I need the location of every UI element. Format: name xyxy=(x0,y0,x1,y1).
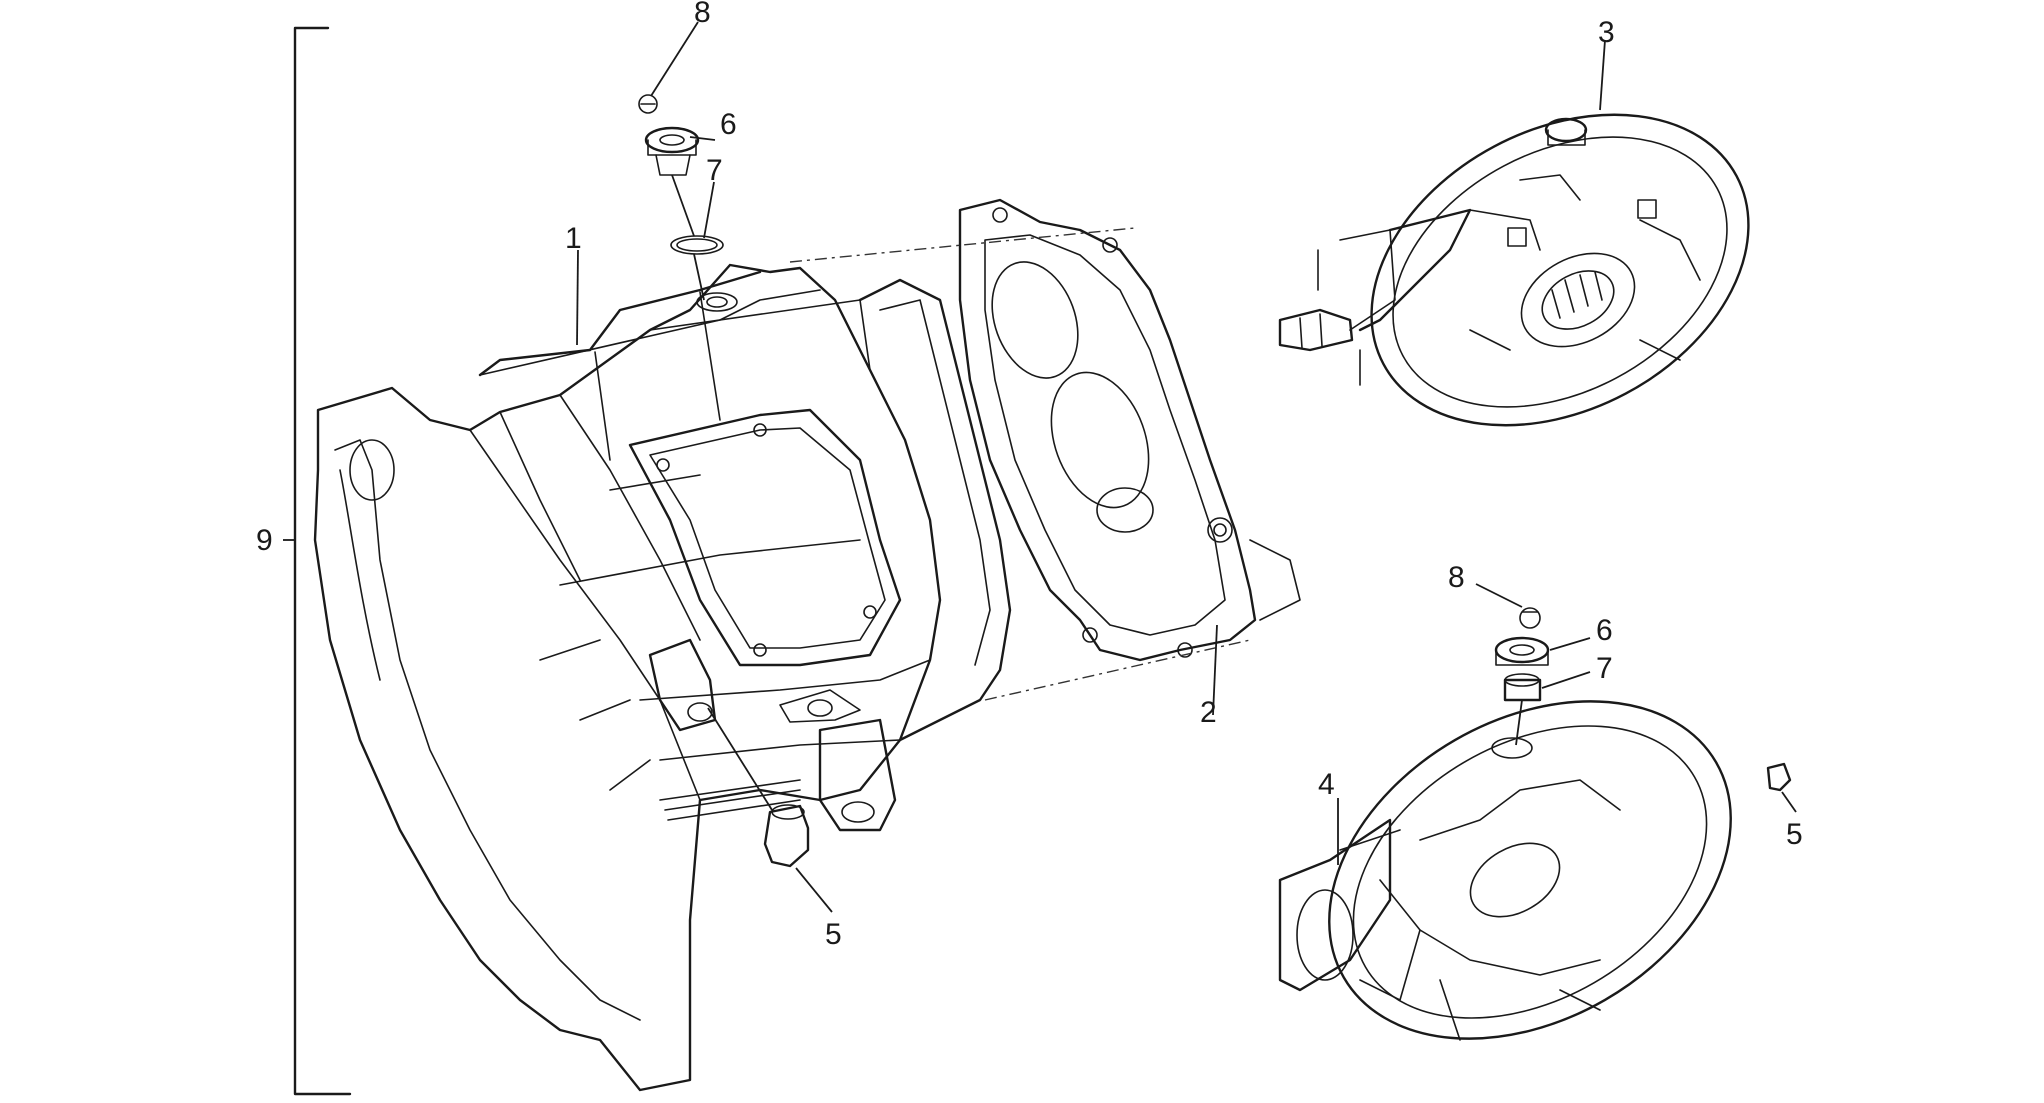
rear-housing-upper xyxy=(1278,113,1750,427)
drain-plug-right xyxy=(1766,762,1792,792)
screw-right xyxy=(1519,607,1541,629)
callout-5-left: 5 xyxy=(825,918,842,951)
callout-7-left: 7 xyxy=(706,154,723,187)
callout-5-right: 5 xyxy=(1786,818,1803,851)
callout-8-right: 8 xyxy=(1448,561,1465,594)
leader-lines xyxy=(576,21,1797,913)
rear-housing-lower xyxy=(1278,700,1732,1041)
callout-labels: 1 2 3 4 5 5 6 6 7 7 8 8 9 xyxy=(256,0,1803,951)
callout-2: 2 xyxy=(1200,696,1217,729)
gearbox-housing xyxy=(313,263,1012,1092)
callout-6-left: 6 xyxy=(720,108,737,141)
callout-4: 4 xyxy=(1318,768,1335,801)
o-ring-right xyxy=(1503,673,1542,702)
filler-plug-right xyxy=(1494,636,1550,666)
drain-plug-left xyxy=(763,804,810,868)
callout-3: 3 xyxy=(1598,16,1615,49)
callout-1: 1 xyxy=(565,222,582,255)
filler-plug-top-left xyxy=(644,126,700,176)
o-ring-top-left xyxy=(670,235,724,255)
assembly-bracket xyxy=(283,26,352,1096)
callout-8-left: 8 xyxy=(694,0,711,29)
callout-6-right: 6 xyxy=(1596,614,1613,647)
callout-7-right: 7 xyxy=(1596,652,1613,685)
center-plate xyxy=(789,198,1301,701)
screw-top-left xyxy=(638,94,658,114)
callout-9: 9 xyxy=(256,524,273,557)
